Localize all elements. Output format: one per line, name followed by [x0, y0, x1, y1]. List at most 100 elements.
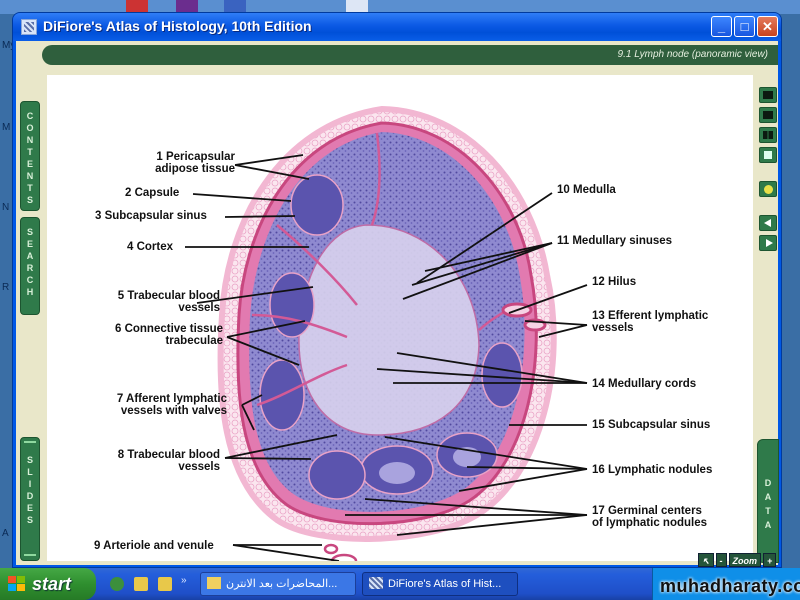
taskbar: start » المحاضرات بعد الانترن... DiFiore…: [0, 568, 800, 600]
window-titlebar[interactable]: DiFiore's Atlas of Histology, 10th Editi…: [13, 13, 781, 41]
desktop-icon-label: A: [2, 528, 9, 539]
tab-data[interactable]: D A T A: [757, 439, 779, 563]
label-12: 12 Hilus: [592, 276, 637, 288]
label-9: 9 Arteriole and venule: [94, 540, 214, 552]
windows-logo-icon: [8, 576, 26, 592]
desktop-icon-label: My: [2, 40, 16, 51]
tab-letter: E: [26, 503, 33, 513]
label-1-line2: adipose tissue: [155, 163, 235, 175]
task-label: DiFiore's Atlas of Hist...: [388, 578, 502, 590]
desktop-icon-label: N: [2, 202, 10, 213]
window-title: DiFiore's Atlas of Histology, 10th Editi…: [43, 18, 312, 34]
zoom-controls: ↖ - Zoom +: [698, 553, 777, 567]
label-8: 8 Trabecular blood vessels: [77, 449, 220, 473]
tab-letter: S: [26, 455, 33, 465]
tab-letter: H: [26, 287, 34, 297]
label-6-line2: trabeculae: [165, 335, 223, 347]
start-label: start: [32, 574, 72, 594]
tab-search[interactable]: S E A R C H: [20, 217, 40, 315]
trabeculae: [251, 132, 518, 407]
arteriole-venule: [323, 543, 358, 561]
tab-letter: A: [764, 520, 772, 530]
tab-letter: E: [26, 159, 33, 169]
minimize-button[interactable]: _: [711, 16, 732, 37]
taskbar-overflow-icon[interactable]: »: [181, 575, 187, 586]
slide-title: 9.1 Lymph node (panoramic view): [617, 49, 768, 60]
tab-letter: S: [26, 515, 33, 525]
zoom-out-button[interactable]: -: [715, 553, 727, 567]
label-4: 4 Cortex: [127, 241, 174, 253]
quicklaunch-browser-icon[interactable]: [110, 577, 124, 591]
split-view-button[interactable]: [759, 127, 777, 143]
quicklaunch-media-icon[interactable]: [158, 577, 172, 591]
tab-letter: S: [26, 227, 33, 237]
previous-button[interactable]: [759, 215, 777, 231]
desktop-icon[interactable]: [346, 0, 368, 12]
tab-letter: C: [26, 275, 34, 285]
lymph-node-illustration: [185, 105, 588, 561]
close-button[interactable]: ✕: [757, 16, 778, 37]
label-1-line1: 1 Pericapsular: [156, 151, 235, 163]
desktop-background: [0, 0, 800, 14]
label-11: 11 Medullary sinuses: [557, 235, 673, 247]
arrow-left-icon: [764, 219, 771, 227]
label-15: 15 Subcapsular sinus: [592, 419, 711, 431]
label-toggle-button[interactable]: [759, 181, 777, 197]
label-8-line2: vessels: [178, 461, 220, 473]
system-tray: [652, 568, 800, 600]
start-button[interactable]: start: [0, 568, 96, 600]
label-2: 2 Capsule: [125, 187, 180, 199]
pointer-tool-button[interactable]: ↖: [698, 553, 714, 567]
zoom-in-button[interactable]: +: [763, 553, 777, 567]
tab-letter: A: [26, 251, 34, 261]
app-icon[interactable]: [21, 19, 37, 35]
tab-letter: N: [26, 135, 34, 145]
label-7-line1: 7 Afferent lymphatic: [116, 393, 227, 405]
task-button-folder[interactable]: المحاضرات بعد الانترن...: [200, 572, 356, 596]
tab-letter: N: [26, 171, 34, 181]
tab-marker: [24, 441, 36, 443]
label-3: 3 Subcapsular sinus: [95, 210, 207, 222]
leader-lines: [185, 154, 588, 561]
label-16: 16 Lymphatic nodules: [592, 464, 713, 476]
tab-letter: T: [765, 506, 771, 516]
label-13: 13 Efferent lymphatic vessels: [592, 310, 708, 334]
maximize-button[interactable]: □: [734, 16, 755, 37]
label-10: 10 Medulla: [557, 184, 616, 196]
task-button-atlas[interactable]: DiFiore's Atlas of Hist...: [362, 572, 518, 596]
label-6-line1: 6 Connective tissue: [114, 323, 223, 335]
tab-slides[interactable]: S L I D E S: [20, 437, 40, 561]
tab-letter: T: [27, 183, 33, 193]
tab-letter: R: [26, 263, 34, 273]
label-1: 1 Pericapsular adipose tissue: [97, 151, 235, 175]
watermark: muhadharaty.com: [660, 576, 800, 596]
tab-letter: C: [26, 111, 34, 121]
label-5-line1: 5 Trabecular blood: [117, 290, 220, 302]
grid-view-button[interactable]: [759, 147, 777, 163]
tab-contents[interactable]: C O N T E N T S: [20, 101, 40, 211]
slide-header-bar: 9.1 Lymph node (panoramic view): [42, 45, 778, 65]
desktop-icon[interactable]: [126, 0, 148, 12]
label-17-line1: 17 Germinal centers: [592, 505, 702, 517]
app-window: DiFiore's Atlas of Histology, 10th Editi…: [12, 12, 782, 568]
tab-letter: D: [764, 478, 772, 488]
label-13-line2: vessels: [592, 322, 634, 334]
full-view-button[interactable]: [759, 107, 777, 123]
label-14: 14 Medullary cords: [592, 378, 697, 390]
atlas-app-icon: [369, 577, 383, 589]
desktop-icon[interactable]: [224, 0, 246, 12]
single-view-button[interactable]: [759, 87, 777, 103]
dot-icon: [764, 185, 773, 194]
folder-icon: [207, 577, 221, 589]
label-13-line1: 13 Efferent lymphatic: [592, 310, 709, 322]
zoom-label: Zoom: [728, 553, 762, 567]
quicklaunch-folder-icon[interactable]: [134, 577, 148, 591]
label-5: 5 Trabecular blood vessels: [77, 290, 220, 314]
desktop-icon[interactable]: [176, 0, 198, 12]
tab-letter: S: [26, 195, 33, 205]
label-17-line2: of lymphatic nodules: [592, 517, 708, 529]
tab-marker: [24, 554, 36, 556]
arrow-right-icon: [766, 239, 773, 247]
tab-letter: E: [26, 239, 33, 249]
next-button[interactable]: [759, 235, 777, 251]
